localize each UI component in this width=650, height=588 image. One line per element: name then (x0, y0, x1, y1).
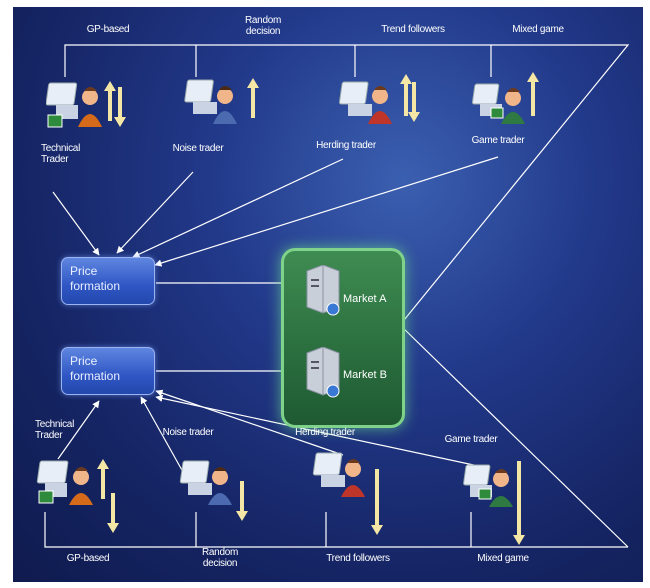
top-trader-game: Game trader (471, 135, 525, 146)
top-trader-herding: Herding trader (316, 140, 376, 151)
noise-trader-icon (184, 78, 259, 124)
bottom-trader-game: Game trader (444, 434, 498, 445)
diagram-canvas: GP-based Random decision Trend followers… (13, 7, 643, 582)
connector-layer (44, 44, 630, 548)
bottom-category-trend-followers: Trend followers (326, 553, 390, 564)
market-group (281, 248, 405, 428)
market-b-server-icon (306, 347, 340, 398)
bottom-category-random-decision: Random decision (202, 547, 238, 569)
herding-trader-icon (338, 74, 420, 124)
bottom-noise-trader-icon (179, 460, 248, 521)
price-formation-bottom: Price formation (61, 347, 155, 395)
bottom-trader-herding: Herding trader (295, 427, 355, 438)
market-a-server-icon (306, 265, 340, 316)
top-category-gp-based: GP-based (86, 24, 130, 35)
top-category-mixed-game: Mixed game (512, 24, 564, 35)
bottom-technical-trader-icon (36, 459, 119, 533)
trader-computer-icon (46, 81, 126, 128)
bottom-game-trader-icon (463, 461, 525, 545)
bottom-trader-technical: Technical Trader (35, 419, 74, 441)
bottom-herding-trader-icon (312, 452, 383, 535)
market-b-label: Market B (343, 369, 388, 381)
bottom-category-mixed-game: Mixed game (477, 553, 529, 564)
bottom-trader-noise: Noise trader (162, 427, 214, 438)
market-a-label: Market A (343, 293, 387, 305)
price-formation-top: Price formation (61, 257, 155, 305)
top-trader-noise: Noise trader (172, 143, 224, 154)
bottom-category-gp-based: GP-based (66, 553, 110, 564)
top-category-random-decision: Random decision (245, 15, 281, 37)
top-category-trend-followers: Trend followers (381, 24, 445, 35)
top-trader-technical: Technical Trader (41, 143, 80, 165)
game-trader-icon (471, 72, 539, 124)
